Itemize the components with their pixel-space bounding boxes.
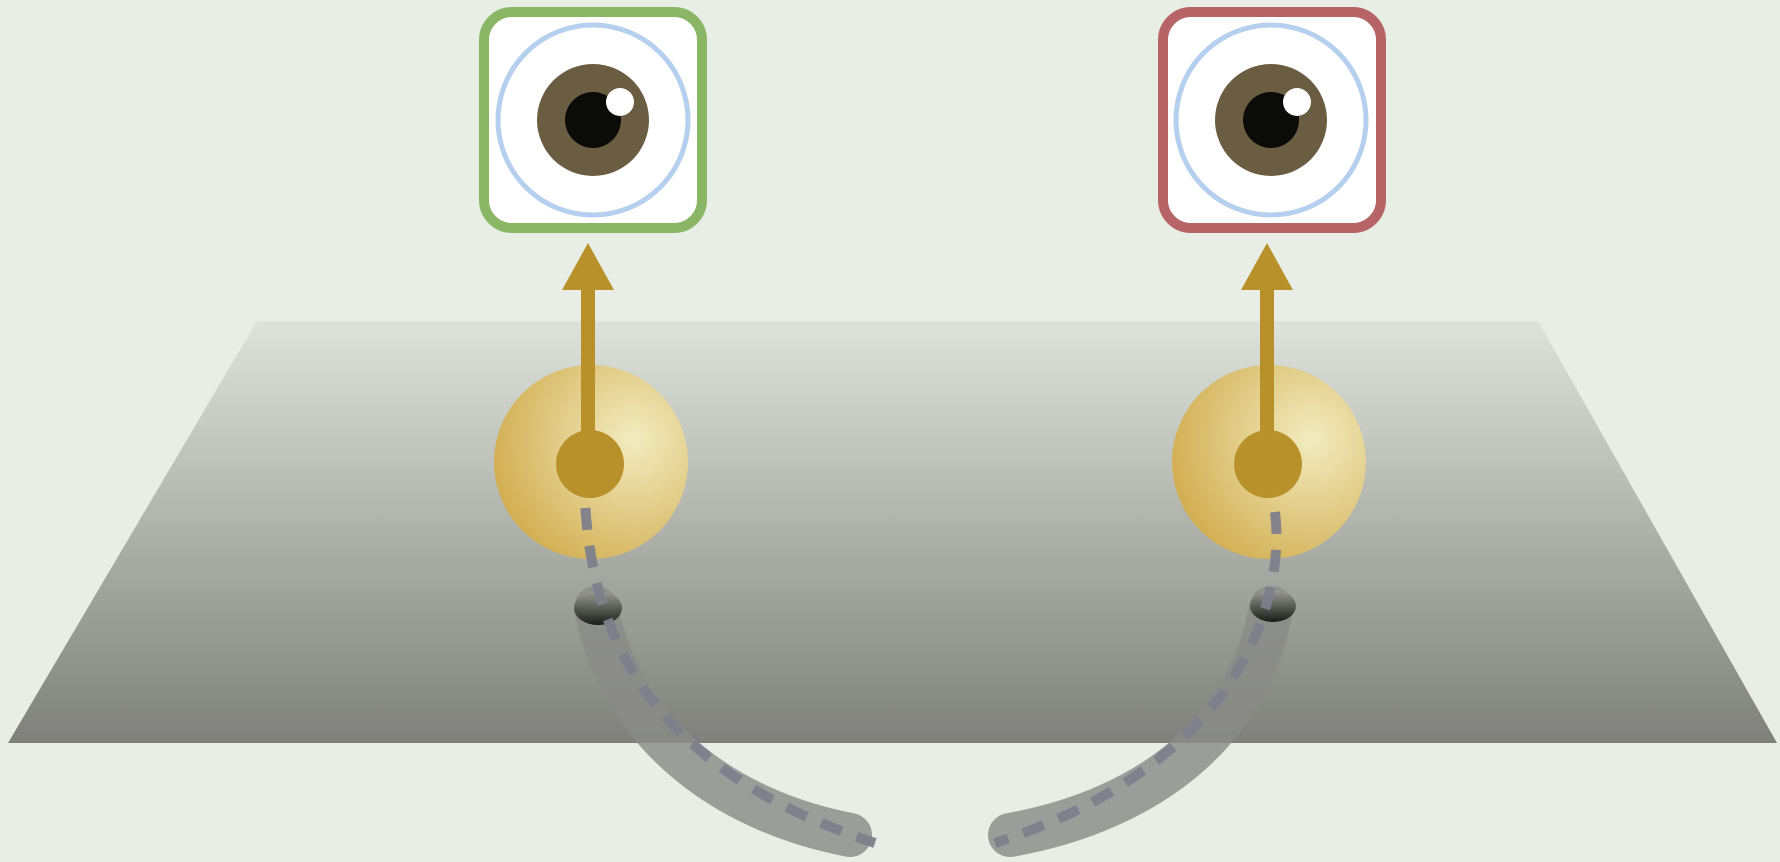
- left-eye-badge: [479, 7, 707, 233]
- left-tube: [574, 586, 872, 857]
- left-hole: [574, 591, 622, 625]
- right-eye-badge: [1158, 7, 1386, 233]
- left-arrow-shaft: [581, 286, 595, 434]
- ground-plane: [8, 321, 1777, 743]
- left-arrow-head: [562, 243, 614, 290]
- eye-icon: [1173, 22, 1369, 218]
- right-assembly: [988, 243, 1366, 857]
- right-arrow-base: [1234, 430, 1302, 498]
- right-arrow-shaft: [1260, 286, 1274, 434]
- eye-icon: [495, 22, 691, 218]
- right-arrow-head: [1241, 243, 1293, 290]
- right-hole: [1250, 590, 1296, 622]
- left-assembly: [494, 243, 877, 857]
- left-dashed-path: [579, 469, 877, 848]
- right-tube: [988, 586, 1293, 857]
- right-dashed-path: [993, 511, 1282, 848]
- right-eye-highlight: [1283, 88, 1311, 116]
- left-arrow-base: [556, 430, 624, 498]
- left-eye-highlight: [606, 88, 634, 116]
